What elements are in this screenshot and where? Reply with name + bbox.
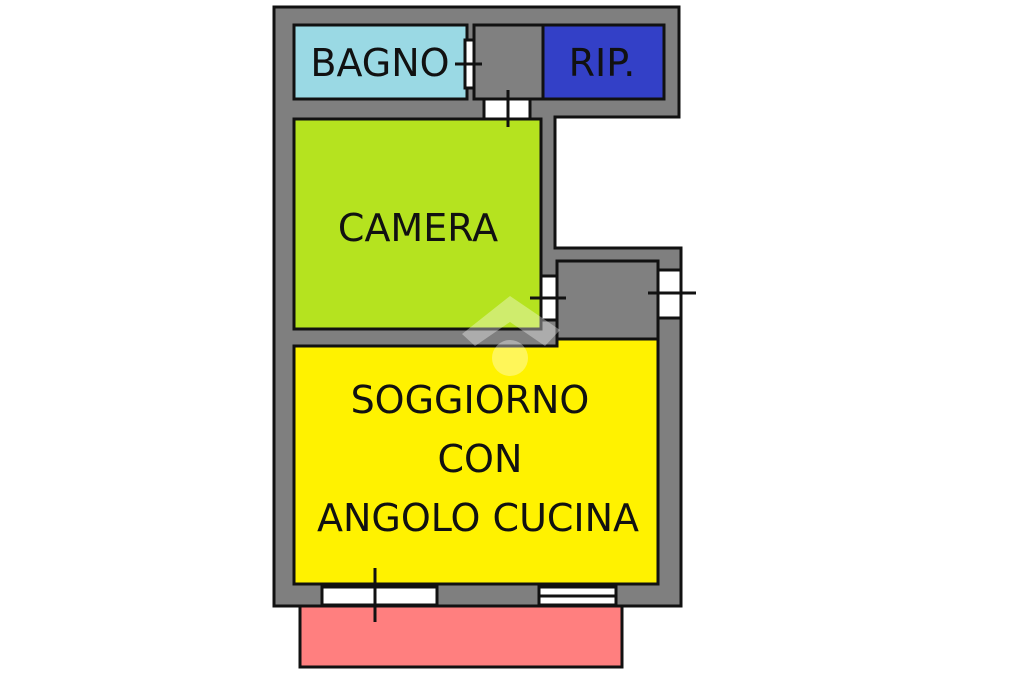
room-rip-label: RIP.	[569, 41, 636, 85]
room-camera	[292, 117, 543, 331]
room-soggiorno-label-line1: SOGGIORNO	[351, 378, 590, 422]
balcony	[298, 604, 624, 669]
window-soggiorno	[537, 585, 618, 607]
watermark-logo	[462, 296, 560, 376]
room-soggiorno-label-line2: CON	[438, 437, 523, 481]
room-camera-label: CAMERA	[338, 206, 498, 250]
room-bagno-label: BAGNO	[310, 41, 449, 85]
door-camera-side	[530, 274, 566, 322]
room-soggiorno	[292, 337, 660, 586]
room-soggiorno-label: SOGGIORNO CON ANGOLO CUCINA	[317, 378, 639, 540]
door-balcony	[320, 568, 439, 622]
door-bagno	[455, 38, 482, 90]
corridor-entrance	[555, 259, 660, 341]
room-bagno	[292, 23, 469, 101]
room-soggiorno-label-line3: ANGOLO CUCINA	[317, 496, 639, 540]
corridor-top	[472, 23, 546, 101]
room-rip	[541, 23, 666, 101]
door-entrance	[648, 268, 696, 320]
door-camera	[482, 90, 532, 127]
